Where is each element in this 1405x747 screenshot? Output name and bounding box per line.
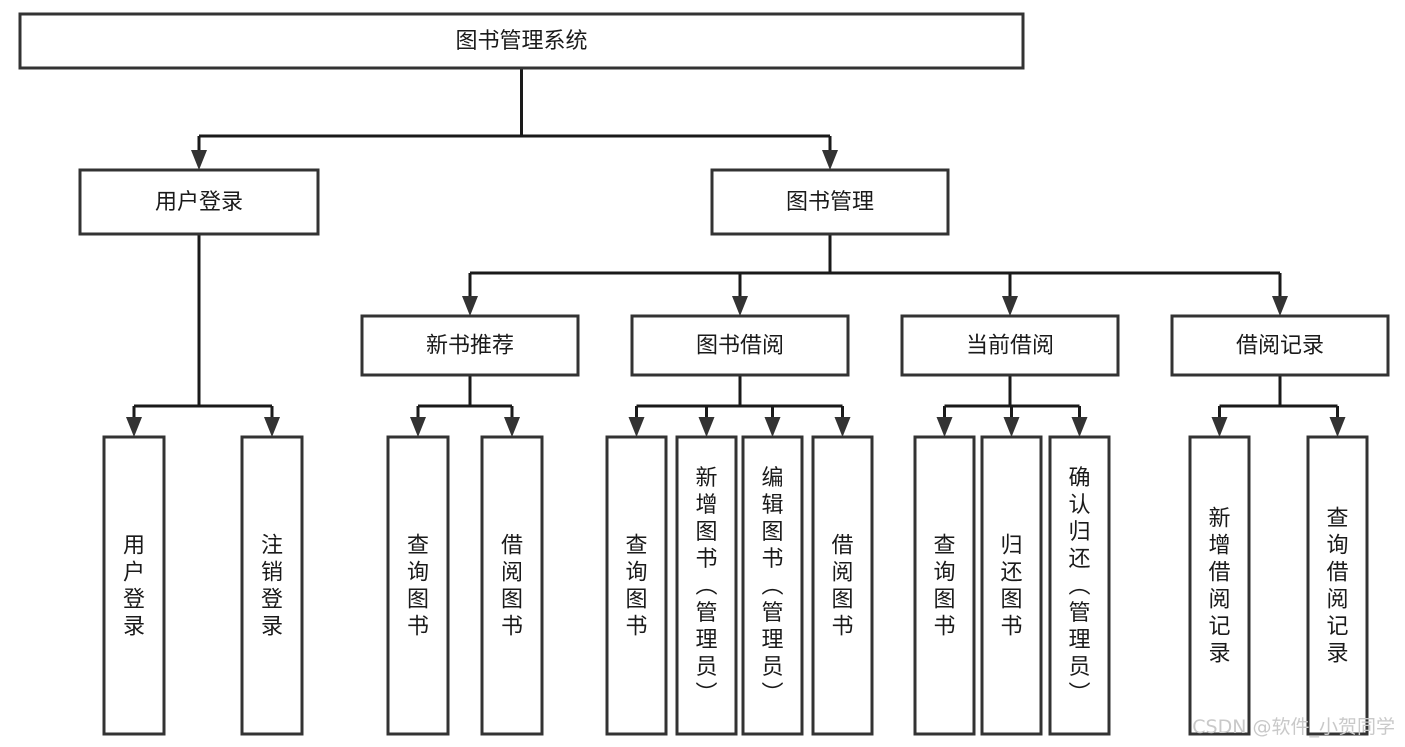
node-box-new-book-recommend [360,314,580,377]
arrow-head-icon [936,417,953,437]
node-leaf-query-book-current[interactable]: 查询图书 [913,435,976,736]
node-box-root [18,12,1025,70]
node-leaf-edit-book[interactable]: 编辑图书︵管理员︶ [741,435,804,736]
node-box-book-manage [710,168,950,236]
node-box-leaf-query-borrow-record [1306,435,1369,736]
node-label-leaf-query-book-recommend: 查询图书 [407,534,429,640]
node-leaf-query-book-recommend[interactable]: 查询图书 [386,435,450,736]
arrow-head-icon [410,417,426,437]
watermark-label: CSDN @软件_小贺同学 [1192,716,1395,738]
arrow-head-icon [264,417,280,437]
arrow-head-icon [834,417,851,437]
node-label-user-login: 用户登录 [155,190,243,215]
arrow-head-icon [1003,417,1020,437]
arrow-head-icon [732,296,748,316]
node-label-leaf-user-login: 用户登录 [123,534,145,640]
arrow-head-icon [628,417,645,437]
node-leaf-borrow-book-recommend[interactable]: 借阅图书 [480,435,544,736]
node-label-leaf-edit-book: 编辑图书︵管理员︶ [761,466,783,707]
node-box-leaf-add-borrow-record [1188,435,1251,736]
node-label-leaf-query-book-current: 查询图书 [933,534,955,640]
connector-layer [126,68,1346,437]
node-box-leaf-borrow-book-recommend [480,435,544,736]
arrow-head-icon [191,150,207,170]
node-label-leaf-borrow-book-recommend: 借阅图书 [501,534,523,640]
arrow-head-icon [1211,417,1228,437]
node-box-current-borrow [900,314,1120,377]
node-user-login[interactable]: 用户登录 [78,168,320,236]
node-box-leaf-query-book-borrow [605,435,668,736]
node-box-leaf-query-book-current [913,435,976,736]
node-label-root: 图书管理系统 [455,29,587,54]
node-layer: 图书管理系统用户登录图书管理新书推荐图书借阅当前借阅借阅记录用户登录注销登录查询… [18,12,1390,736]
node-book-manage[interactable]: 图书管理 [710,168,950,236]
node-label-leaf-logout: 注销登录 [261,534,283,640]
node-new-book-recommend[interactable]: 新书推荐 [360,314,580,377]
node-leaf-query-book-borrow[interactable]: 查询图书 [605,435,668,736]
node-label-leaf-return-book: 归还图书 [1000,534,1022,640]
node-box-leaf-return-book [980,435,1043,736]
node-label-book-borrow: 图书借阅 [696,334,784,359]
node-box-book-borrow [630,314,850,377]
node-box-leaf-logout [240,435,304,736]
node-box-user-login [78,168,320,236]
node-leaf-return-book[interactable]: 归还图书 [980,435,1043,736]
node-leaf-confirm-return[interactable]: 确认归还︵管理员︶ [1048,435,1111,736]
node-label-leaf-confirm-return: 确认归还︵管理员︶ [1068,466,1090,707]
arrow-head-icon [698,417,715,437]
node-leaf-add-book[interactable]: 新增图书︵管理员︶ [675,435,738,736]
node-label-borrow-record: 借阅记录 [1236,334,1324,359]
node-box-leaf-borrow-book [811,435,874,736]
arrow-head-icon [1002,296,1018,316]
arrow-head-icon [1071,417,1088,437]
node-leaf-borrow-book[interactable]: 借阅图书 [811,435,874,736]
arrow-head-icon [1329,417,1346,437]
node-label-leaf-add-borrow-record: 新增借阅记录 [1208,507,1230,667]
node-label-book-manage: 图书管理 [786,190,874,215]
node-box-leaf-add-book [675,435,738,736]
node-box-borrow-record [1170,314,1390,377]
node-box-leaf-confirm-return [1048,435,1111,736]
arrow-head-icon [764,417,781,437]
node-label-new-book-recommend: 新书推荐 [426,334,514,359]
node-label-leaf-query-borrow-record: 查询借阅记录 [1326,507,1348,667]
node-borrow-record[interactable]: 借阅记录 [1170,314,1390,377]
node-box-leaf-query-book-recommend [386,435,450,736]
node-box-leaf-edit-book [741,435,804,736]
node-box-leaf-user-login [102,435,166,736]
node-current-borrow[interactable]: 当前借阅 [900,314,1120,377]
arrow-head-icon [822,150,838,170]
arrow-head-icon [126,417,142,437]
arrow-head-icon [504,417,520,437]
arrow-head-icon [462,296,478,316]
node-leaf-user-login[interactable]: 用户登录 [102,435,166,736]
node-label-leaf-borrow-book: 借阅图书 [831,534,853,640]
node-label-leaf-query-book-borrow: 查询图书 [625,534,647,640]
node-label-current-borrow: 当前借阅 [966,334,1054,359]
arrow-head-icon [1272,296,1288,316]
node-leaf-logout[interactable]: 注销登录 [240,435,304,736]
node-book-borrow[interactable]: 图书借阅 [630,314,850,377]
node-leaf-add-borrow-record[interactable]: 新增借阅记录 [1188,435,1251,736]
node-leaf-query-borrow-record[interactable]: 查询借阅记录 [1306,435,1369,736]
node-root[interactable]: 图书管理系统 [18,12,1025,70]
node-label-leaf-add-book: 新增图书︵管理员︶ [695,466,717,707]
